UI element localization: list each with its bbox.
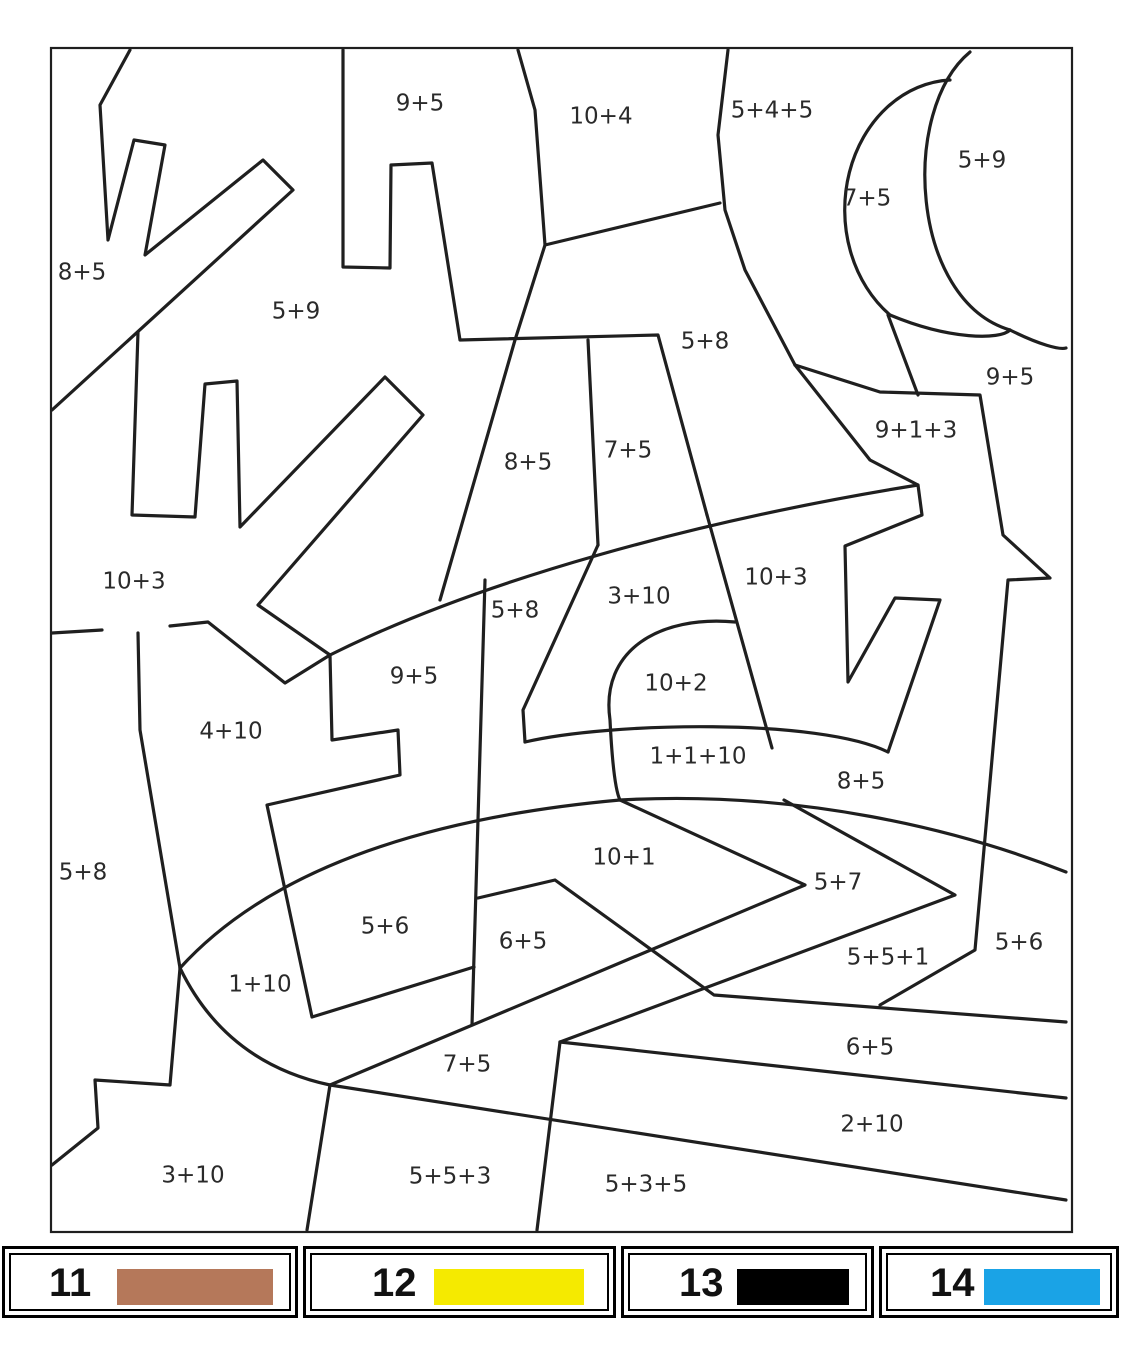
- region-label: 10+3: [744, 565, 807, 591]
- region-label: 9+5: [390, 664, 439, 690]
- region-label: 2+10: [840, 1112, 903, 1138]
- region-label: 5+9: [272, 299, 321, 325]
- region-label: 5+7: [814, 870, 863, 896]
- region-label: 5+9: [958, 148, 1007, 174]
- region-label: 6+5: [846, 1035, 895, 1061]
- region-label: 9+1+3: [875, 418, 957, 444]
- blue-swatch: [984, 1269, 1100, 1305]
- region-label: 5+8: [491, 598, 540, 624]
- region-label: 5+3+5: [605, 1172, 687, 1198]
- region-label: 10+1: [592, 845, 655, 871]
- legend-item-11: 11: [2, 1246, 298, 1318]
- region-label: 5+4+5: [731, 98, 813, 124]
- region-label: 9+5: [986, 365, 1035, 391]
- region-label: 1+1+10: [649, 744, 746, 770]
- black-swatch: [737, 1269, 849, 1305]
- puzzle-frame: [49, 46, 1074, 1234]
- region-label: 6+5: [499, 929, 548, 955]
- region-label: 5+8: [59, 860, 108, 886]
- legend-item-14: 14: [879, 1246, 1119, 1318]
- region-label: 8+5: [58, 260, 107, 286]
- region-label: 8+5: [504, 450, 553, 476]
- region-label: 7+5: [443, 1052, 492, 1078]
- legend-number: 14: [930, 1261, 975, 1305]
- yellow-swatch: [434, 1269, 584, 1305]
- region-label: 10+2: [644, 671, 707, 697]
- region-label: 3+10: [161, 1163, 224, 1189]
- region-label: 10+4: [569, 104, 632, 130]
- legend-number: 12: [372, 1261, 417, 1305]
- region-label: 5+5+3: [409, 1164, 491, 1190]
- region-label: 5+8: [681, 329, 730, 355]
- legend-item-12: 12: [303, 1246, 616, 1318]
- region-label: 5+5+1: [847, 945, 929, 971]
- color-legend: 11 12 13 14: [0, 1246, 1124, 1326]
- region-label: 5+6: [361, 914, 410, 940]
- brown-swatch: [117, 1269, 273, 1305]
- region-label: 4+10: [199, 719, 262, 745]
- legend-number: 11: [49, 1261, 92, 1305]
- region-label: 10+3: [102, 569, 165, 595]
- region-label: 3+10: [607, 584, 670, 610]
- region-label: 9+5: [396, 91, 445, 117]
- legend-item-13: 13: [621, 1246, 874, 1318]
- region-label: 7+5: [604, 438, 653, 464]
- region-label: 1+10: [228, 972, 291, 998]
- region-label: 5+6: [995, 930, 1044, 956]
- region-label: 8+5: [837, 769, 886, 795]
- legend-number: 13: [679, 1261, 724, 1305]
- region-labels: 9+5 10+4 5+4+5 5+9 7+5 8+5 5+9 5+8 9+5 9+1+3 8+5 7+…: [58, 91, 1044, 1198]
- region-outlines: [50, 48, 1068, 1232]
- region-label: 7+5: [843, 186, 892, 212]
